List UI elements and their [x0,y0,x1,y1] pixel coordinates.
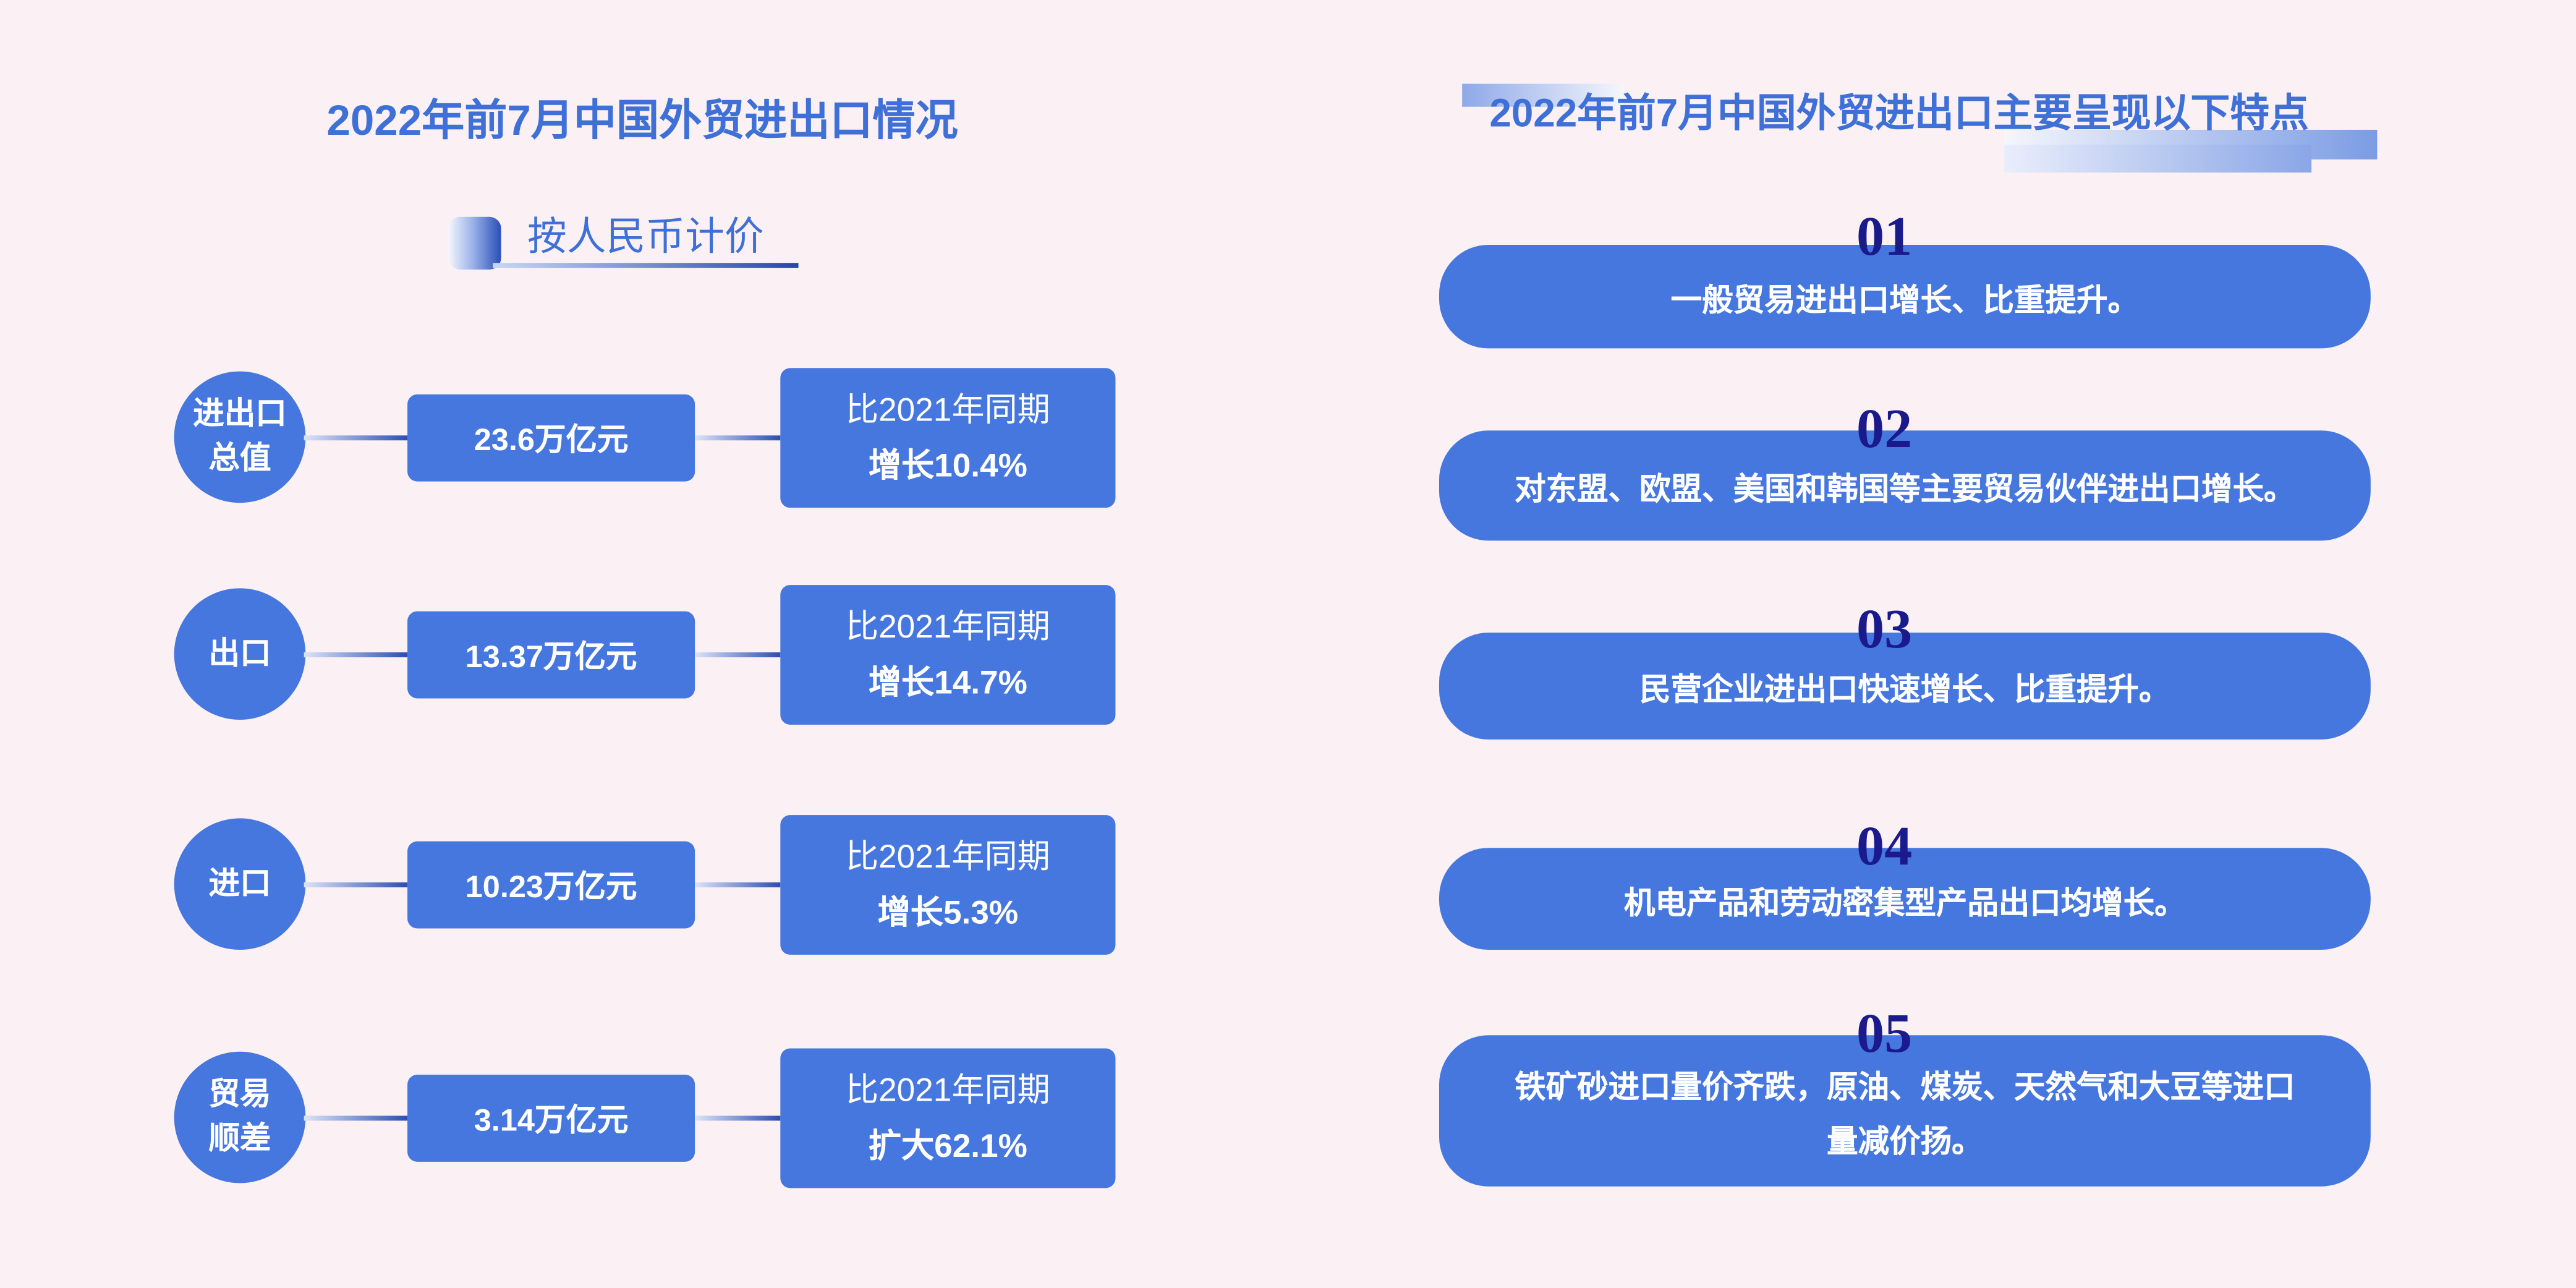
connector-line [695,882,781,888]
stat-row-export: 出口 13.37万亿元 比2021年同期 增长14.7% [0,585,1150,725]
feature-item-1: 一般贸易进出口增长、比重提升。 [1439,244,2371,349]
stat-label-circle: 贸易 顺差 [174,1051,306,1184]
stat-row-total-trade: 进出口 总值 23.6万亿元 比2021年同期 增长10.4% [0,368,1150,508]
feature-number: 02 [1856,399,1913,461]
stat-change-text: 扩大62.1% [868,1128,1027,1164]
feature-item-5: 铁矿砂进口量价齐跌，原油、煤炭、天然气和大豆等进口 量减价扬。 [1439,1035,2371,1187]
feature-item-4: 机电产品和劳动密集型产品出口均增长。 [1439,848,2371,950]
connector-line [304,1115,408,1121]
connector-line [304,435,408,441]
title-decoration-bar [2004,144,2312,173]
stat-compare-text: 比2021年同期 [845,838,1050,876]
title-decoration-bar [1462,83,1623,107]
stat-value-box: 10.23万亿元 [407,841,695,929]
connector-line [695,435,781,441]
stat-label-line: 进口 [208,866,271,902]
feature-text: 铁矿砂进口量价齐跌，原油、煤炭、天然气和大豆等进口 [1515,1071,2295,1106]
feature-number: 01 [1856,207,1913,268]
feature-text: 对东盟、欧盟、美国和韩国等主要贸易伙伴进出口增长。 [1515,473,2295,508]
stat-value-box: 3.14万亿元 [407,1075,695,1162]
feature-number: 05 [1856,1004,1913,1065]
stat-label-line: 贸易 [208,1078,271,1113]
stat-label-circle: 进口 [174,818,306,950]
stat-label-circle: 出口 [174,588,306,720]
stat-compare-text: 比2021年同期 [845,608,1050,646]
subtitle-decoration-square [448,216,501,270]
feature-number: 03 [1856,599,1913,661]
stat-change-text: 增长10.4% [868,448,1027,484]
connector-line [695,1115,781,1121]
stat-change-box: 比2021年同期 增长5.3% [780,815,1116,955]
stat-compare-text: 比2021年同期 [845,1072,1050,1109]
stat-change-text: 增长5.3% [877,895,1019,931]
subtitle: 按人民币计价 [527,215,764,260]
stat-label-line: 总值 [208,441,271,477]
stat-compare-text: 比2021年同期 [845,391,1050,429]
stat-change-box: 比2021年同期 增长10.4% [780,368,1116,508]
right-title: 2022年前7月中国外贸进出口主要呈现以下特点 [1489,92,2309,137]
feature-text: 机电产品和劳动密集型产品出口均增长。 [1623,886,2186,921]
stat-label-line: 出口 [208,636,271,672]
stat-change-box: 比2021年同期 扩大62.1% [780,1048,1116,1188]
feature-text: 民营企业进出口快速增长、比重提升。 [1639,673,2170,709]
subtitle-underline [493,263,799,268]
stat-row-import: 进口 10.23万亿元 比2021年同期 增长5.3% [0,815,1150,955]
feature-number: 04 [1856,816,1913,878]
connector-line [695,652,781,657]
feature-item-3: 民营企业进出口快速增长、比重提升。 [1439,633,2371,740]
feature-text: 一般贸易进出口增长、比重提升。 [1670,284,2140,319]
stat-change-text: 增长14.7% [868,664,1027,701]
left-title: 2022年前7月中国外贸进出口情况 [326,95,958,145]
stat-label-line: 顺差 [208,1122,271,1157]
connector-line [304,882,408,888]
stat-value-box: 23.6万亿元 [407,394,695,482]
stat-value-box: 13.37万亿元 [407,611,695,699]
stat-change-box: 比2021年同期 增长14.7% [780,585,1116,725]
stat-label-circle: 进出口 总值 [174,371,306,503]
connector-line [304,652,408,657]
stat-row-trade-surplus: 贸易 顺差 3.14万亿元 比2021年同期 扩大62.1% [0,1048,1150,1188]
stat-label-line: 进出口 [193,398,287,432]
feature-item-2: 对东盟、欧盟、美国和韩国等主要贸易伙伴进出口增长。 [1439,430,2371,541]
feature-text: 量减价扬。 [1827,1125,1983,1161]
